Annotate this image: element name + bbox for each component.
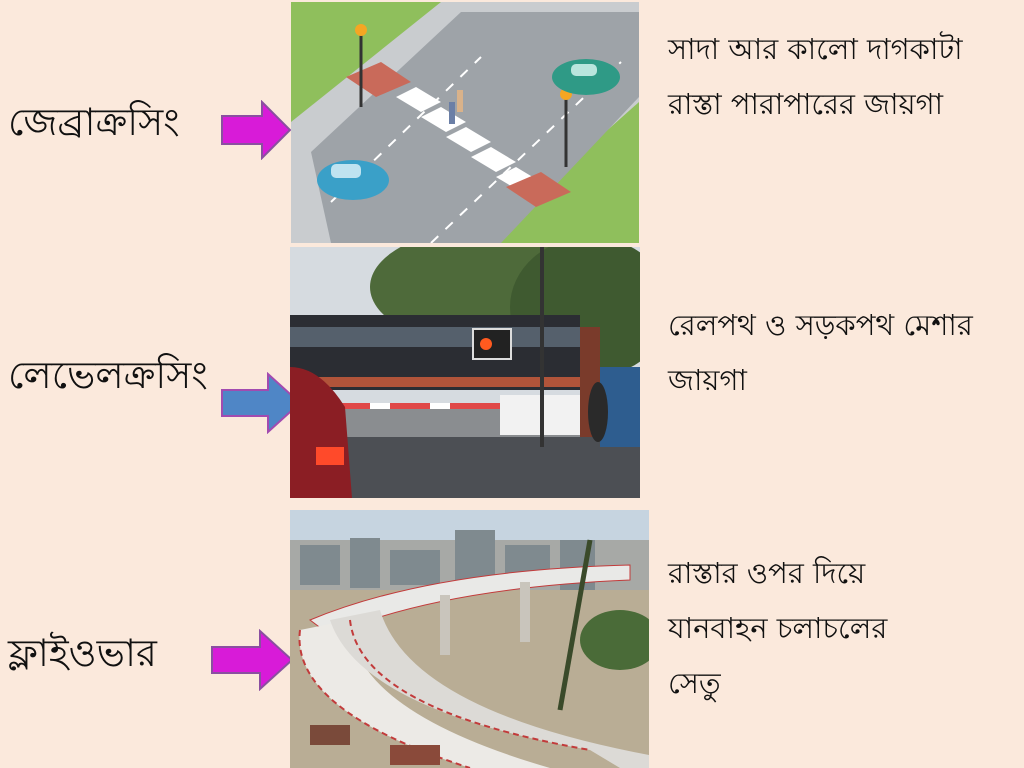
right-arrow-icon — [221, 100, 292, 160]
description-line: রেলপথ ও সড়কপথ মেশার — [668, 308, 973, 342]
description-line: সাদা আর কালো দাগকাটা — [668, 32, 963, 66]
description-level-crossing: রেলপথ ও সড়কপথ মেশার জায়গা — [668, 298, 1018, 408]
term-flyover: ফ্লাইওভার — [8, 631, 157, 675]
flyover-image — [290, 510, 649, 768]
zebra-crossing-image — [291, 2, 639, 243]
description-line: যানবাহন চলাচলের — [668, 611, 888, 645]
description-line: জায়গা — [668, 363, 747, 397]
description-line: রাস্তার ওপর দিয়ে — [668, 556, 866, 590]
level-crossing-image — [290, 247, 640, 498]
term-level-crossing: লেভেলক্রসিং — [8, 353, 208, 397]
description-flyover: রাস্তার ওপর দিয়ে যানবাহন চলাচলের সেতু — [668, 546, 1018, 711]
right-arrow-icon — [211, 629, 294, 691]
term-zebra-crossing: জেব্রাক্রসিং — [8, 100, 180, 144]
description-line: রাস্তা পারাপারের জায়গা — [668, 87, 944, 121]
description-line: সেতু — [668, 666, 721, 700]
right-arrow-icon — [221, 372, 302, 434]
description-zebra-crossing: সাদা আর কালো দাগকাটা রাস্তা পারাপারের জা… — [668, 22, 1018, 132]
